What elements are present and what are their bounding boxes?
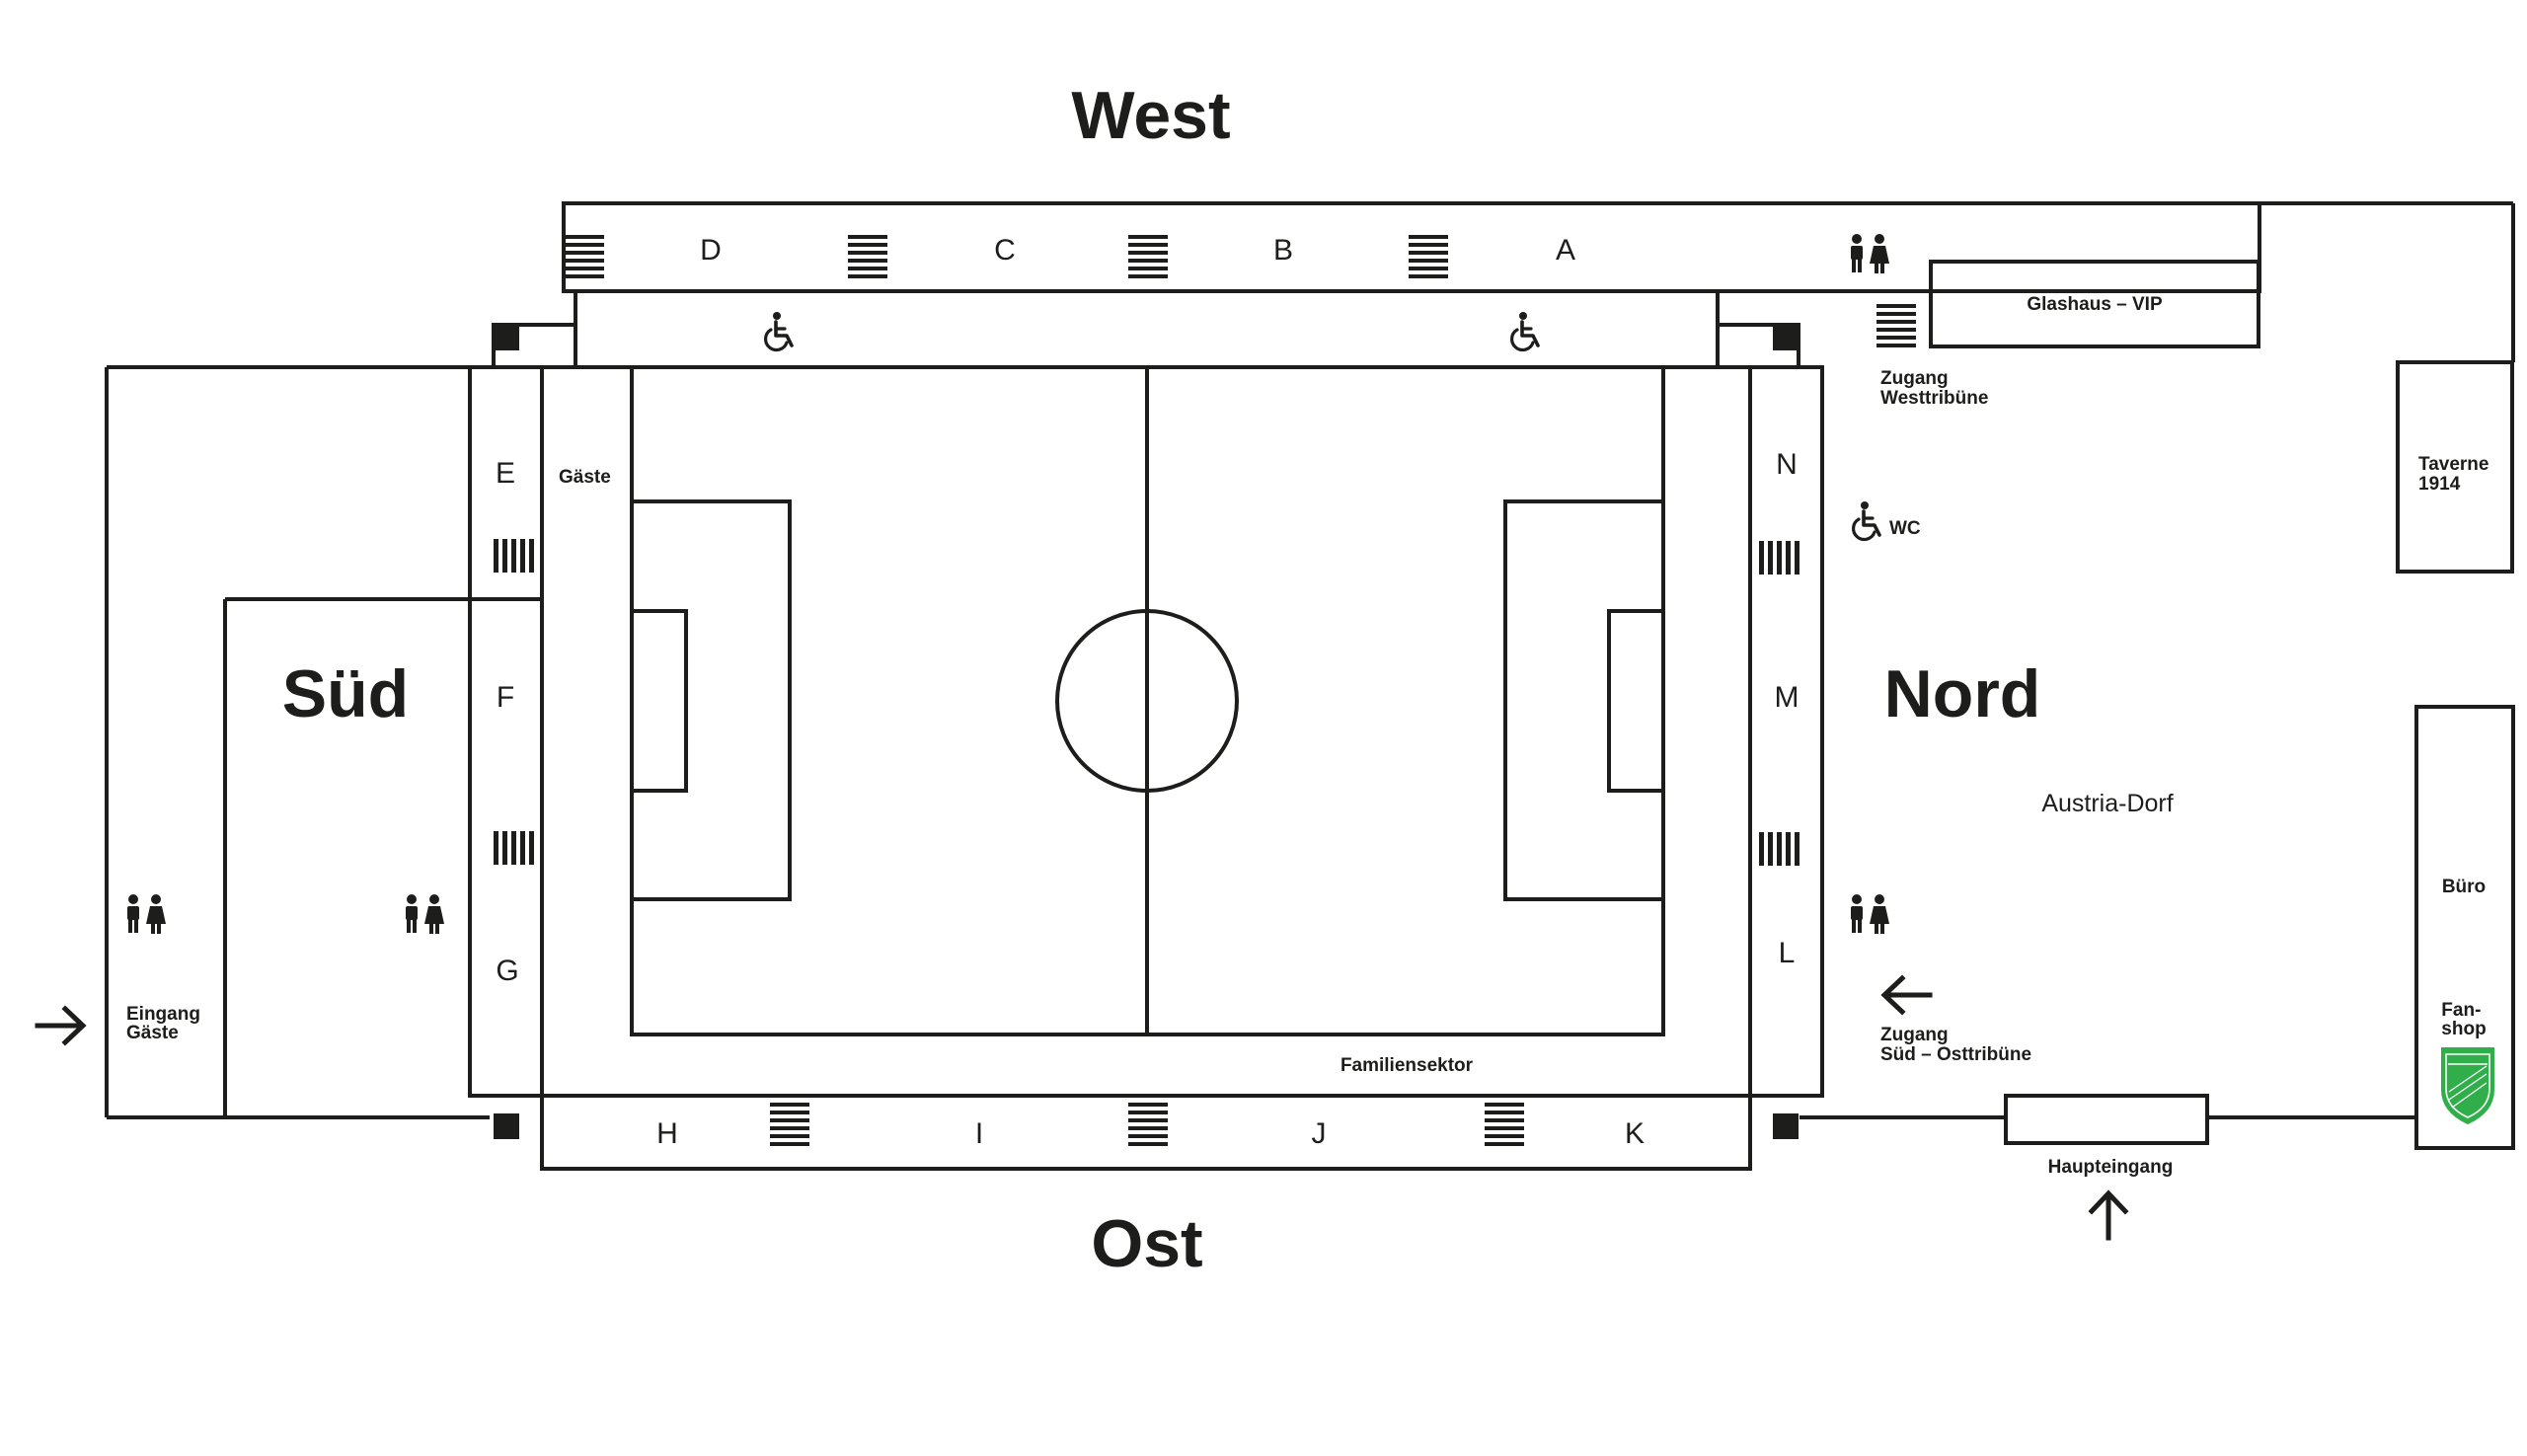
block-C: C — [994, 234, 1016, 267]
block-N: N — [1776, 448, 1798, 481]
arrow-icon — [35, 1005, 87, 1046]
block-D: D — [700, 234, 722, 267]
title-west: West — [1071, 78, 1230, 153]
toilets-icon — [406, 894, 444, 934]
zugang-westtribuene-label: Zugang Westtribüne — [1880, 368, 1988, 409]
wc-label: WC — [1889, 518, 1921, 539]
stairs-icon — [494, 831, 534, 865]
club-crest-icon — [2441, 1047, 2494, 1125]
block-J: J — [1312, 1117, 1327, 1150]
wheelchair-icon — [763, 310, 794, 352]
block-E: E — [496, 457, 515, 490]
wheelchair-icon — [1851, 499, 1881, 542]
wheelchair-icon — [1509, 310, 1540, 352]
stairs-icon — [1759, 541, 1800, 575]
zugang-sued-osttribuene-label: Zugang Süd – Osttribüne — [1880, 1025, 2031, 1065]
gaeste-label: Gäste — [559, 467, 611, 488]
arrow-icon — [1880, 974, 1933, 1016]
stairs-icon — [1759, 832, 1800, 866]
eingang-gaeste-label: Eingang Gäste — [126, 1004, 205, 1043]
glashaus-vip — [1929, 260, 2260, 348]
haupteingang-gate — [2004, 1094, 2209, 1145]
toilets-icon — [127, 894, 166, 934]
stairs-icon — [848, 235, 887, 278]
block-I: I — [975, 1117, 983, 1150]
block-B: B — [1273, 234, 1293, 267]
block-H: H — [656, 1117, 678, 1150]
arrow-icon — [2088, 1189, 2129, 1241]
block-letters: A B C D E F G H I J K L M N — [496, 234, 1800, 1150]
buero-label: Büro — [2442, 877, 2486, 897]
block-K: K — [1625, 1117, 1645, 1150]
block-F: F — [497, 681, 514, 714]
stairs-icon — [1876, 304, 1916, 347]
stairs-icon — [494, 539, 534, 573]
block-M: M — [1775, 681, 1800, 714]
title-sued: Süd — [282, 656, 409, 731]
stairs-icon — [1409, 235, 1448, 278]
corner-towers — [492, 323, 1800, 1139]
stairs-icon — [770, 1103, 809, 1146]
sued-buildings — [105, 365, 490, 1119]
stairs-icon — [565, 235, 604, 278]
title-nord: Nord — [1884, 656, 2041, 731]
block-G: G — [496, 955, 518, 987]
stairs-icon — [1128, 235, 1168, 278]
pitch — [630, 365, 1665, 1036]
block-L: L — [1779, 937, 1796, 969]
stairs-icon — [1128, 1103, 1168, 1146]
glashaus-label: Glashaus – VIP — [2027, 294, 2163, 315]
toilets-icon — [1851, 894, 1889, 934]
haupteingang-label: Haupteingang — [2048, 1157, 2174, 1178]
fanshop-label: Fan- shop — [2441, 1000, 2486, 1039]
austria-dorf-label: Austria-Dorf — [2041, 790, 2173, 817]
taverne-label: Taverne 1914 — [2418, 454, 2494, 495]
familiensektor-label: Familiensektor — [1340, 1055, 1474, 1076]
toilets-icon — [1851, 234, 1889, 273]
block-A: A — [1556, 234, 1575, 267]
west-stand — [562, 201, 2261, 369]
stairs-icon — [1485, 1103, 1524, 1146]
title-ost: Ost — [1091, 1206, 1202, 1281]
north-building-outline — [1800, 201, 2515, 1150]
